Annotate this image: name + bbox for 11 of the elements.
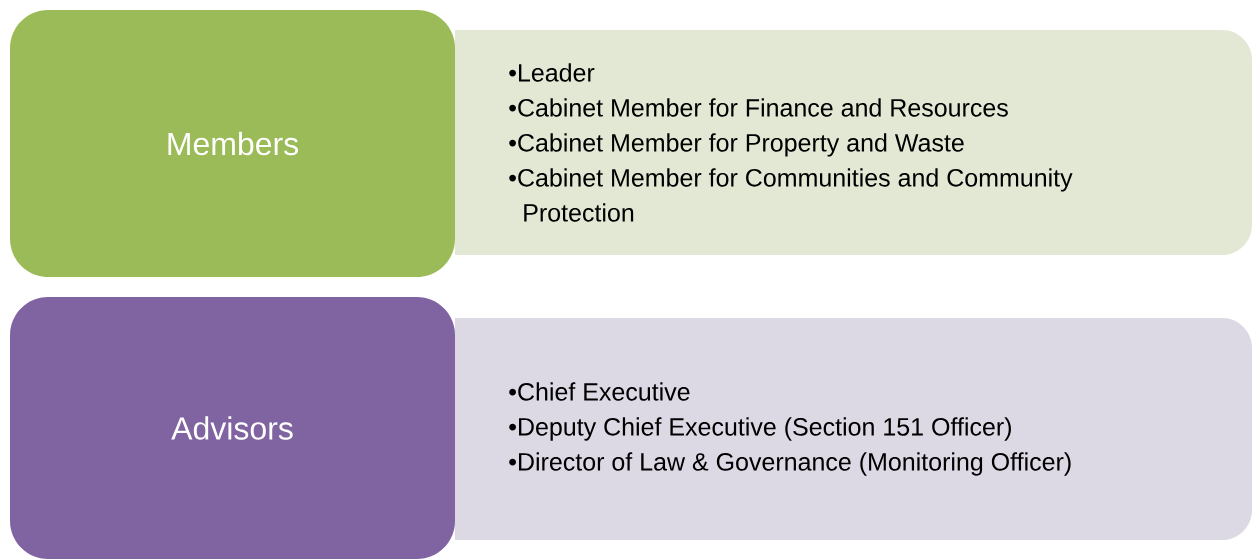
category-box: Members — [10, 10, 455, 277]
bullet-item: •Cabinet Member for Communities and Community Protection — [509, 168, 1073, 222]
bullet-item: •Cabinet Member for Finance and Resources — [509, 98, 1008, 117]
bullet-item: •Director of Law & Governance (Monitoring Officer) — [509, 452, 1071, 476]
category-box: Advisors — [10, 297, 455, 559]
bullet-item: •Deputy Chief Executive (Section 151 Officer) — [509, 417, 1011, 441]
list-panel — [455, 318, 1252, 540]
list-panel — [455, 30, 1252, 255]
bullet-item: •Cabinet Member for Property and Waste — [509, 133, 964, 157]
bullet-item: •Leader — [509, 63, 595, 82]
bullet-item: •Chief Executive — [509, 382, 690, 401]
